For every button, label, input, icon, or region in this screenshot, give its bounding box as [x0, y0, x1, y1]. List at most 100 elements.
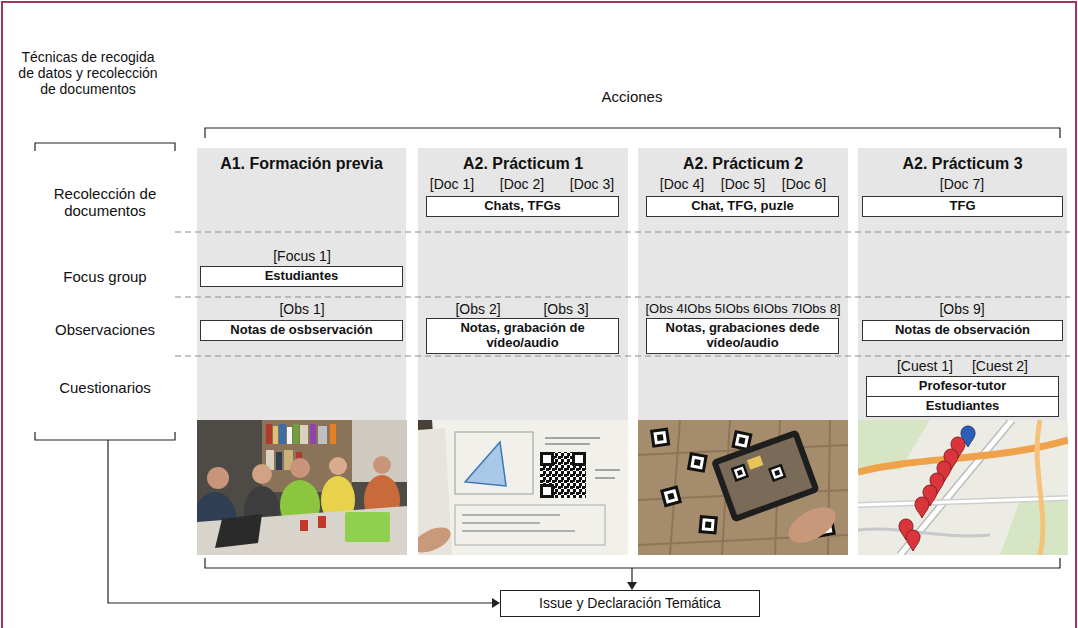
classroom-photo: [300, 425, 308, 444]
worksheet-photo: [465, 442, 506, 486]
box-text: Notas de observación: [867, 323, 1058, 338]
classroom-photo: [215, 514, 262, 548]
augmented-reality-photo: [687, 452, 708, 473]
box-text: Estudiantes: [871, 399, 1054, 414]
map-picture: [1000, 500, 1068, 555]
map-picture: [906, 530, 920, 551]
worksheet-photo: [542, 486, 553, 497]
classroom-photo: [276, 452, 282, 470]
classroom-photo: [310, 424, 316, 444]
data-box: Notas, grabación de vídeo/audio: [426, 318, 619, 354]
box-text: Issue y Declaración Temática: [507, 595, 753, 611]
data-box: TFG: [862, 196, 1063, 217]
worksheet-photo: [540, 452, 586, 498]
bracket: [35, 432, 175, 440]
map-picture: [858, 498, 1068, 505]
row-label: Cuestionarios: [40, 379, 170, 396]
source-tag: [Doc 3]: [570, 176, 614, 192]
worksheet-photo: [432, 420, 628, 555]
source-tag: [Doc 6]: [782, 176, 826, 192]
result-box: Issue y Declaración Temática: [500, 590, 760, 617]
augmented-reality-photo: [650, 427, 670, 447]
box-text: Notas, grabaciones dede vídeo/audio: [651, 321, 834, 351]
source-tag: [Obs 9]: [939, 301, 984, 317]
source-tag: [Focus 1]: [273, 248, 331, 264]
worksheet-photo: [545, 438, 620, 478]
row-separator: [175, 231, 1070, 232]
source-tag: [Doc 5]: [721, 176, 765, 192]
box-text: Notas, grabación de vídeo/audio: [431, 321, 614, 351]
source-tag: [Cuest 2]: [972, 358, 1028, 374]
augmented-reality-photo: [698, 515, 718, 535]
source-tag: [Obs 4IObs 5IObs 6IObs 7IObs 8]: [645, 302, 840, 317]
classroom-photo: [352, 420, 407, 482]
augmented-reality-photo: [660, 485, 682, 507]
classroom-photo: [287, 427, 292, 444]
map-picture: [858, 420, 1068, 555]
source-tag: [Obs 3]: [543, 301, 588, 317]
worksheet-photo: [418, 420, 628, 555]
bracket: [205, 558, 1060, 568]
augmented-reality-photo: [731, 463, 749, 481]
worksheet-photo: [455, 505, 605, 545]
classroom-photo: [197, 420, 407, 555]
augmented-reality-photo: [711, 429, 820, 522]
worksheet-photo: [574, 454, 585, 465]
classroom-photo: [266, 424, 272, 444]
column-header: A1. Formación previa: [197, 155, 406, 173]
column-heading: Técnicas de recogida de datos y recolecc…: [17, 49, 160, 97]
classroom-photo: [329, 457, 347, 475]
classroom-photo: [300, 520, 308, 531]
classroom-photo: [207, 467, 229, 489]
data-box: Chats, TFGs: [426, 196, 619, 217]
worksheet-photo: [455, 432, 533, 494]
source-tag: [Doc 7]: [940, 176, 984, 192]
augmented-reality-photo: [719, 437, 813, 515]
classroom-photo: [318, 426, 327, 444]
column-header: A2. Prácticum 3: [858, 155, 1067, 173]
worksheet-photo: [418, 522, 454, 555]
row-label: Recolección de documentos: [40, 185, 170, 220]
source-tag: [Doc 2]: [500, 176, 544, 192]
map-picture: [915, 497, 929, 518]
group-heading: Acciones: [602, 88, 663, 105]
augmented-reality-photo: [711, 429, 820, 522]
box-text: Notas de osbservación: [205, 323, 398, 338]
data-box: Profesor-tutor: [866, 376, 1059, 397]
map-picture: [1037, 420, 1043, 555]
source-tag: [Doc 4]: [660, 176, 704, 192]
data-box: Chat, TFG, puzle: [646, 196, 839, 217]
data-box: Estudiantes: [200, 266, 403, 287]
source-tag: [Cuest 1]: [897, 358, 953, 374]
augmented-reality-photo: [638, 420, 848, 555]
row-separator: [175, 232, 1070, 356]
row-label: Observaciones: [40, 321, 170, 338]
classroom-photo: [279, 424, 286, 444]
box-text: Chat, TFG, puzle: [651, 199, 834, 214]
classroom-photo: [197, 506, 407, 555]
augmented-reality-photo: [747, 456, 764, 470]
worksheet-photo: [542, 454, 553, 465]
source-tag: [Doc 1]: [430, 176, 474, 192]
data-box: Estudiantes: [866, 396, 1059, 417]
box-text: TFG: [867, 199, 1058, 214]
map-picture: [858, 529, 990, 536]
classroom-photo: [318, 516, 326, 528]
data-box: Notas, grabaciones dede vídeo/audio: [646, 318, 839, 354]
map-picture: [858, 420, 1068, 555]
action-column: A1. Formación previaEstudiantesNotas de …: [197, 148, 406, 420]
box-text: Estudiantes: [205, 269, 398, 284]
box-text: Profesor-tutor: [871, 379, 1054, 394]
row-separator: [175, 296, 1070, 297]
flow-arrow: [492, 598, 500, 608]
augmented-reality-photo: [768, 464, 786, 482]
data-box: Notas de observación: [862, 320, 1063, 341]
map-picture: [858, 498, 1068, 505]
flow-arrow: [631, 568, 632, 583]
bracket: [205, 128, 1060, 138]
augmented-reality-photo: [782, 500, 841, 550]
